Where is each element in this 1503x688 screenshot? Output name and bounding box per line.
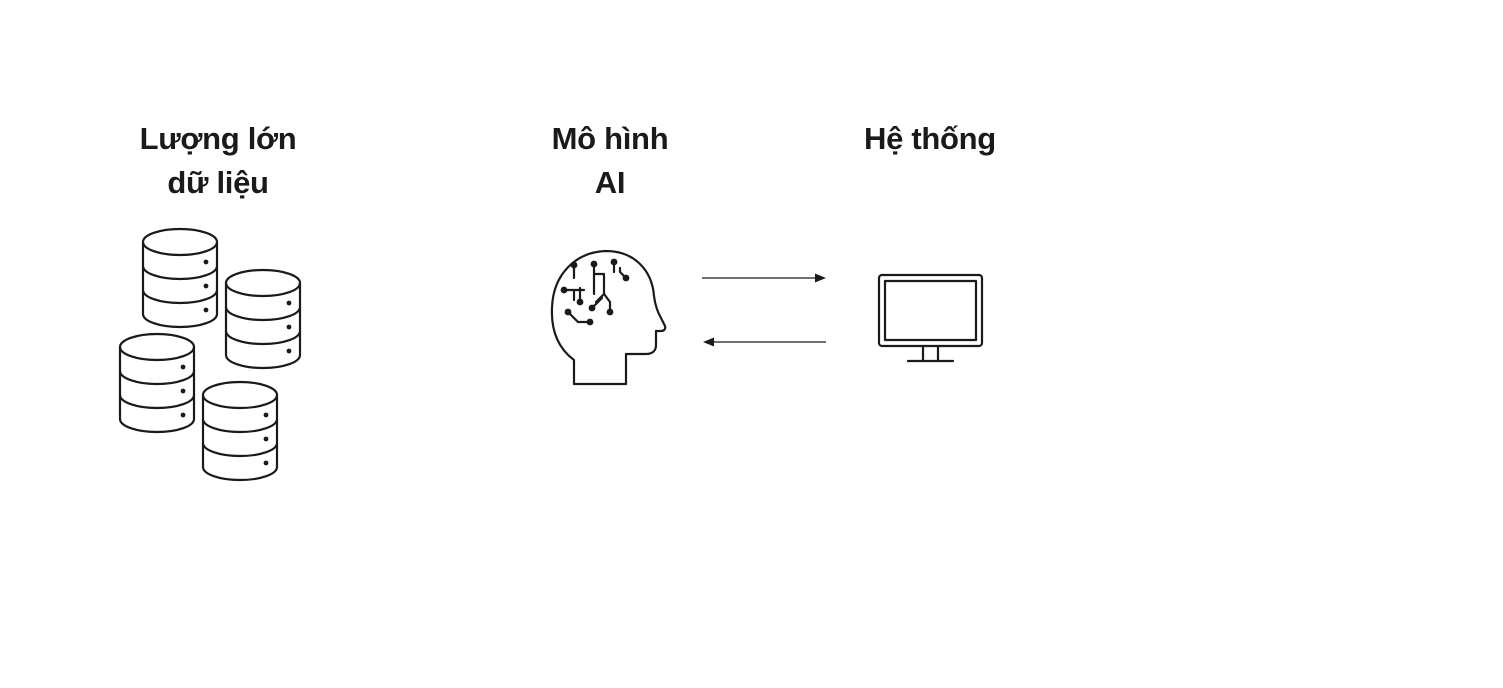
- database-cylinder-bottom: [201, 380, 279, 482]
- arrow-model-to-system: [702, 273, 826, 283]
- database-stack-icon: [118, 227, 302, 482]
- ai-head-circuit-icon: [550, 249, 667, 386]
- data-node-label-line2: dữ liệu: [167, 165, 269, 200]
- system-node-label-line1: Hệ thống: [864, 121, 996, 156]
- arrow-system-to-model: [703, 337, 826, 347]
- model-node-label: Mô hình AI: [520, 117, 700, 205]
- database-cylinder-left: [118, 332, 196, 434]
- data-node-label: Lượng lớn dữ liệu: [118, 117, 318, 205]
- model-node-label-line2: AI: [594, 165, 626, 200]
- system-node-label: Hệ thống: [840, 117, 1020, 161]
- model-node-label-line1: Mô hình: [551, 121, 669, 156]
- computer-monitor-icon: [877, 273, 984, 363]
- data-node-label-line1: Lượng lớn: [139, 121, 297, 156]
- database-cylinder-top: [141, 227, 219, 329]
- database-cylinder-right: [224, 268, 302, 370]
